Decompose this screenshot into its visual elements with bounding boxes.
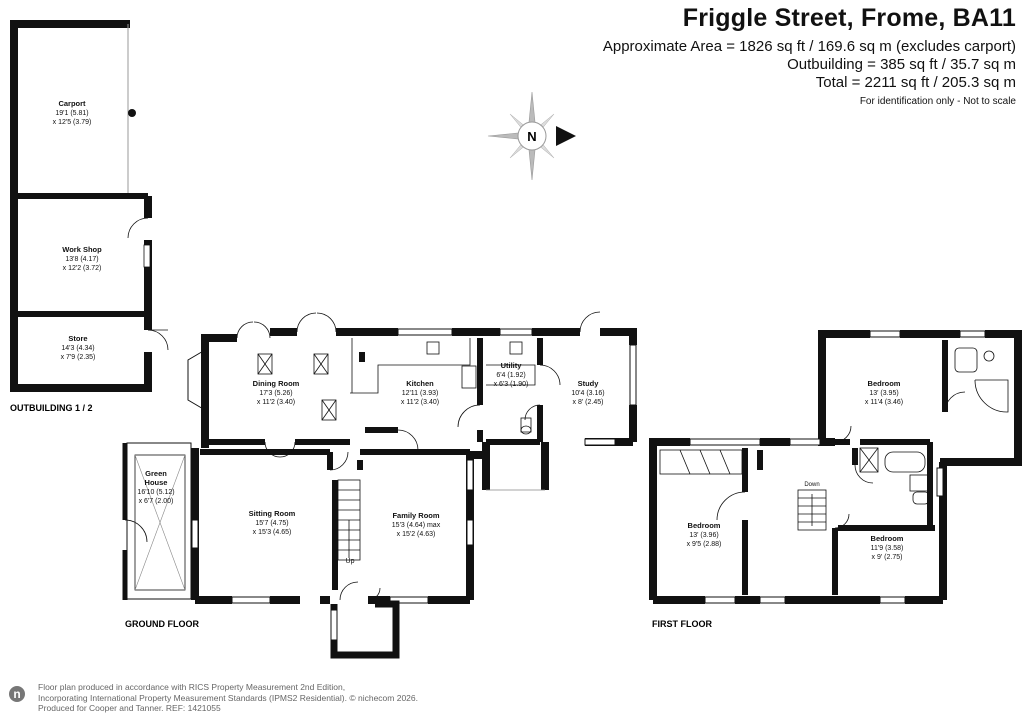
svg-text:15'3 (4.64) max: 15'3 (4.64) max <box>392 522 441 529</box>
svg-text:14'3 (4.34): 14'3 (4.34) <box>61 345 94 352</box>
room-bedroom-1: Bedroom 13' (3.95) x 11'4 (3.46) <box>865 379 903 406</box>
svg-text:13' (3.95): 13' (3.95) <box>869 390 898 397</box>
svg-text:19'1 (5.81): 19'1 (5.81) <box>55 110 88 117</box>
svg-text:15'7 (4.75): 15'7 (4.75) <box>255 520 288 527</box>
room-store: Store 14'3 (4.34) x 7'9 (2.35) <box>61 334 96 361</box>
svg-text:13' (3.96): 13' (3.96) <box>689 532 718 539</box>
svg-text:13'8 (4.17): 13'8 (4.17) <box>65 256 98 263</box>
svg-text:16'10 (5.12): 16'10 (5.12) <box>137 489 174 496</box>
svg-text:x 11'4 (3.46): x 11'4 (3.46) <box>865 399 903 406</box>
svg-text:Bedroom: Bedroom <box>688 521 721 530</box>
svg-text:6'4 (1.92): 6'4 (1.92) <box>496 372 525 379</box>
room-dining: Dining Room 17'3 (5.26) x 11'2 (3.40) <box>253 379 300 406</box>
svg-text:x 11'2 (3.40): x 11'2 (3.40) <box>257 399 295 406</box>
nichecom-logo-icon: n <box>9 686 25 702</box>
stairs-down-label: Down <box>804 482 819 488</box>
svg-text:17'3 (5.26): 17'3 (5.26) <box>259 390 292 397</box>
room-carport: Carport 19'1 (5.81) x 12'5 (3.79) <box>53 99 92 126</box>
disclaimer-text: For identification only - Not to scale <box>859 96 1016 107</box>
total-area-text: Total = 2211 sq ft / 205.3 sq m <box>815 74 1016 91</box>
compass-letter: N <box>527 129 536 144</box>
svg-text:Family Room: Family Room <box>392 511 439 520</box>
outbuilding-area-text: Outbuilding = 385 sq ft / 35.7 sq m <box>787 56 1016 73</box>
footer-note: Floor plan produced in accordance with R… <box>38 682 418 714</box>
svg-text:Store: Store <box>68 334 87 343</box>
floor-label-ground: GROUND FLOOR <box>125 619 199 629</box>
room-kitchen: Kitchen 12'11 (3.93) x 11'2 (3.40) <box>401 379 439 406</box>
room-bedroom-3: Bedroom 11'9 (3.58) x 9' (2.75) <box>871 534 904 561</box>
svg-text:Kitchen: Kitchen <box>406 379 434 388</box>
svg-text:x 12'2 (3.72): x 12'2 (3.72) <box>63 265 102 272</box>
room-sitting: Sitting Room 15'7 (4.75) x 15'3 (4.65) <box>249 509 296 536</box>
svg-text:12'11 (3.93): 12'11 (3.93) <box>402 390 439 397</box>
first-floor-plan <box>649 330 1022 604</box>
floor-label-outbuilding: OUTBUILDING 1 / 2 <box>10 403 93 413</box>
svg-text:Utility: Utility <box>501 361 523 370</box>
approx-area-text: Approximate Area = 1826 sq ft / 169.6 sq… <box>602 38 1016 55</box>
svg-text:Bedroom: Bedroom <box>868 379 901 388</box>
floor-label-first: FIRST FLOOR <box>652 619 712 629</box>
svg-text:x 15'2 (4.63): x 15'2 (4.63) <box>397 531 436 538</box>
svg-text:Bedroom: Bedroom <box>871 534 904 543</box>
svg-text:Dining Room: Dining Room <box>253 379 300 388</box>
svg-text:Carport: Carport <box>58 99 86 108</box>
svg-text:x 8' (2.45): x 8' (2.45) <box>573 399 604 406</box>
svg-text:x 12'5 (3.79): x 12'5 (3.79) <box>53 119 92 126</box>
property-title: Friggle Street, Frome, BA11 <box>682 4 1016 32</box>
svg-text:x 11'2 (3.40): x 11'2 (3.40) <box>401 399 439 406</box>
footer-line-1: Floor plan produced in accordance with R… <box>38 682 346 692</box>
svg-text:11'9 (3.58): 11'9 (3.58) <box>871 545 904 552</box>
compass-icon: N <box>487 91 576 181</box>
room-study: Study 10'4 (3.16) x 8' (2.45) <box>571 379 604 406</box>
svg-text:Green: Green <box>145 469 167 478</box>
footer-line-2: Incorporating International Property Mea… <box>38 692 418 703</box>
room-utility: Utility 6'4 (1.92) x 6'3 (1.90) <box>494 361 529 388</box>
svg-text:Work Shop: Work Shop <box>62 245 102 254</box>
svg-text:x 6'7 (2.00): x 6'7 (2.00) <box>139 498 174 505</box>
footer-line-3: Produced for Cooper and Tanner. REF: 142… <box>38 703 221 713</box>
svg-text:Study: Study <box>578 379 600 388</box>
room-family: Family Room 15'3 (4.64) max x 15'2 (4.63… <box>392 511 441 538</box>
svg-text:House: House <box>145 478 168 487</box>
ground-floor-plan <box>122 311 637 659</box>
room-greenhouse: Green House 16'10 (5.12) x 6'7 (2.00) <box>137 469 174 505</box>
svg-text:x 9'5 (2.88): x 9'5 (2.88) <box>687 541 722 548</box>
svg-text:x 9' (2.75): x 9' (2.75) <box>872 554 903 561</box>
room-workshop: Work Shop 13'8 (4.17) x 12'2 (3.72) <box>62 245 102 272</box>
svg-text:x 6'3 (1.90): x 6'3 (1.90) <box>494 381 529 388</box>
svg-text:x 15'3 (4.65): x 15'3 (4.65) <box>253 529 292 536</box>
room-bedroom-2: Bedroom 13' (3.96) x 9'5 (2.88) <box>687 521 722 548</box>
svg-text:10'4 (3.16): 10'4 (3.16) <box>571 390 604 397</box>
stairs-up-label: Up <box>346 558 355 565</box>
outbuilding-plan <box>10 20 169 392</box>
svg-text:Sitting Room: Sitting Room <box>249 509 296 518</box>
svg-text:x 7'9 (2.35): x 7'9 (2.35) <box>61 354 96 361</box>
